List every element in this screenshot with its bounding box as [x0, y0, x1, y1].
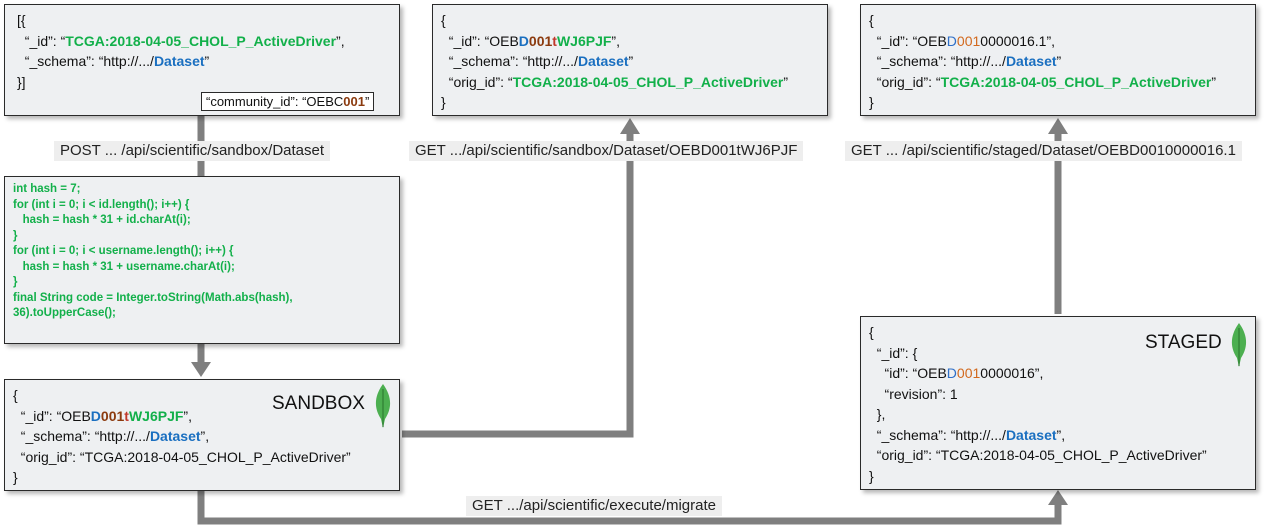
code-line: for (int i = 0; i < username.length(); i…: [13, 245, 234, 257]
code-line: final String code = Integer.toString(Mat…: [13, 291, 293, 304]
code-line: }: [13, 276, 18, 288]
mongodb-leaf-icon: [375, 384, 391, 428]
json-line: “orig_id”: “TCGA:2018-04-05_CHOL_P_Activ…: [869, 73, 1217, 90]
json-line: “_id”: “OEBD001tWJ6PJF”,: [13, 407, 192, 424]
json-line: “orig_id”: “TCGA:2018-04-05_CHOL_P_Activ…: [441, 73, 789, 90]
code-line: hash = hash * 31 + username.charAt(i);: [13, 260, 235, 273]
json-line: “_schema”: “http://.../Dataset”: [17, 53, 210, 69]
json-line: }: [13, 469, 18, 485]
json-line: }: [441, 94, 446, 110]
sandbox-json-box: { “_id”: “OEBD001tWJ6PJF”, “_schema”: “h…: [4, 379, 400, 491]
code-line: 36).toUpperCase();: [13, 307, 116, 319]
endpoint-migrate: GET .../api/scientific/execute/migrate: [466, 496, 722, 516]
json-line: “_schema”: “http://.../Dataset”: [869, 53, 1062, 69]
json-line: }: [869, 467, 874, 484]
json-line: {: [869, 324, 874, 340]
json-line: {: [13, 387, 18, 403]
staged-get-response-box: { “_id”: “OEBD0010000016.1”, “_schema”: …: [860, 4, 1256, 116]
hash-code-box: int hash = 7; for (int i = 0; i < id.len…: [4, 176, 400, 344]
json-line: “_id”: {: [869, 344, 918, 361]
sandbox-get-response-box: { “_id”: “OEBD001tWJ6PJF”, “_schema”: “h…: [432, 4, 828, 116]
json-line: [{: [17, 12, 26, 28]
json-line: “_schema”: “http://.../Dataset”,: [13, 428, 210, 444]
code-line: hash = hash * 31 + id.charAt(i);: [13, 214, 191, 226]
json-line: “orig_id”: “TCGA:2018-04-05_CHOL_P_Activ…: [869, 447, 1207, 463]
json-line: }]: [17, 73, 26, 90]
staged-json-box: { “_id”: { “id”: “OEBD0010000016”, “revi…: [860, 316, 1256, 490]
json-line: {: [441, 12, 446, 28]
code-line: }: [13, 229, 18, 242]
json-line: “revision”: 1: [869, 385, 958, 402]
staged-label: STAGED: [1145, 332, 1222, 353]
json-line: }: [869, 94, 874, 110]
community-id-tag: “community_id”: “OEBC001”: [201, 92, 375, 111]
code-line: int hash = 7;: [13, 183, 81, 195]
mongodb-leaf-icon: [1231, 323, 1247, 367]
code-line: for (int i = 0; i < id.length(); i++) {: [13, 198, 190, 211]
json-line: “_schema”: “http://.../Dataset”,: [869, 426, 1066, 443]
json-line: “_id”: “TCGA:2018-04-05_CHOL_P_ActiveDri…: [17, 32, 345, 49]
json-line: “id”: “OEBD0010000016”,: [869, 365, 1044, 381]
json-line: “_id”: “OEBD001tWJ6PJF”,: [441, 32, 620, 49]
json-line: },: [869, 406, 886, 422]
endpoint-get-sandbox: GET .../api/scientific/sandbox/Dataset/O…: [409, 141, 804, 161]
sandbox-label: SANDBOX: [272, 393, 365, 414]
arrow-get-sandbox: [402, 133, 634, 438]
json-line: “_schema”: “http://.../Dataset”: [441, 53, 634, 69]
endpoint-get-staged: GET ... /api/scientific/staged/Dataset/O…: [845, 141, 1242, 161]
json-line: {: [869, 12, 874, 28]
arrow-migrate: [197, 490, 1062, 525]
endpoint-post-sandbox: POST ... /api/scientific/sandbox/Dataset: [54, 141, 331, 161]
json-line: “orig_id”: “TCGA:2018-04-05_CHOL_P_Activ…: [13, 448, 351, 465]
json-line: “_id”: “OEBD0010000016.1”,: [869, 32, 1056, 49]
